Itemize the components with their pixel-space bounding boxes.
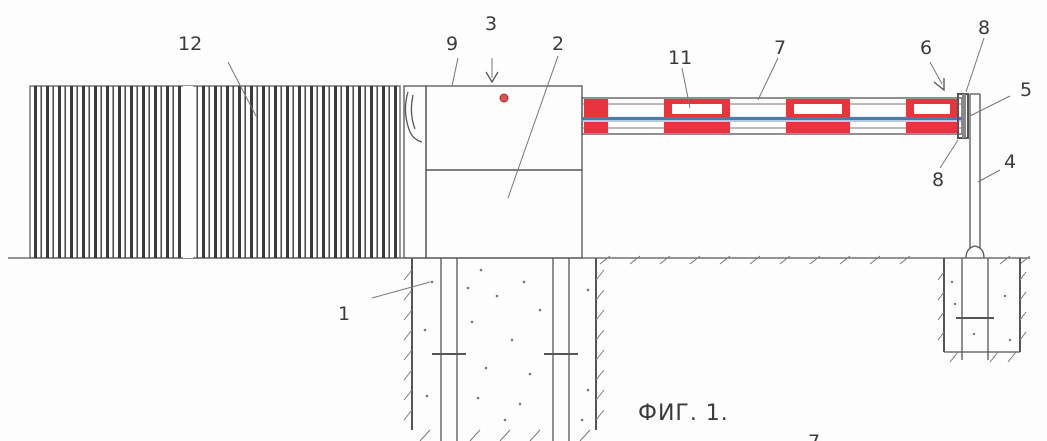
stripe-window: [672, 104, 722, 114]
fence-rib: [100, 86, 102, 258]
fence-rib: [40, 86, 42, 258]
fence-rib: [178, 86, 181, 258]
red-stripe: [906, 122, 958, 133]
label-6: 6: [920, 37, 932, 59]
barrier-arm: [581, 97, 963, 135]
fence-rib: [268, 86, 270, 258]
fence-rib: [166, 86, 169, 258]
fence-rib: [280, 86, 282, 258]
reflective-stripes: [582, 99, 962, 133]
fence-rib: [220, 86, 222, 258]
label-12: 12: [178, 33, 202, 55]
fence-rib: [256, 86, 258, 258]
fence-rib: [250, 86, 253, 258]
red-stripe: [584, 99, 608, 117]
fence-rib: [202, 86, 205, 258]
fence-rib: [304, 86, 306, 258]
red-stripe: [786, 122, 850, 133]
fence-rib: [208, 86, 210, 258]
fence-rib: [154, 86, 157, 258]
arrow-6: [929, 61, 945, 92]
fence-rib: [352, 86, 354, 258]
fence-rib: [232, 86, 234, 258]
red-stripe: [584, 122, 608, 133]
label-3: 3: [485, 13, 497, 35]
stripe-window: [794, 104, 842, 114]
fence-rib: [172, 86, 174, 258]
fence-rib: [70, 86, 73, 258]
fence-rib: [346, 86, 349, 258]
foundation-pit: [403, 258, 605, 441]
label-11: 11: [668, 47, 692, 69]
support-post: [937, 93, 1027, 363]
fence-rib: [142, 86, 145, 258]
figure-caption: ФИГ. 1.: [638, 401, 729, 426]
fence-rib: [328, 86, 330, 258]
fence-rib: [118, 86, 121, 258]
fence-rib: [148, 86, 150, 258]
fence-rib: [340, 86, 342, 258]
fence-rib: [310, 86, 313, 258]
label-8-top: 8: [978, 17, 990, 39]
fence-rib: [34, 86, 37, 258]
fence-rib: [88, 86, 90, 258]
label-7-partial: 7: [808, 431, 820, 441]
fence-rib: [292, 86, 294, 258]
fence-rib: [58, 86, 61, 258]
fence-rib: [358, 86, 361, 258]
fence-rib: [52, 86, 54, 258]
fence-rib: [364, 86, 366, 258]
fence-rib: [124, 86, 126, 258]
fence-rib: [106, 86, 109, 258]
fence-rib: [226, 86, 229, 258]
fence-rib: [376, 86, 378, 258]
label-2: 2: [552, 33, 564, 55]
fence-rib: [370, 86, 373, 258]
fence-rib: [298, 86, 301, 258]
label-1: 1: [338, 303, 350, 325]
fence-rib: [64, 86, 66, 258]
fence-rib: [76, 86, 78, 258]
fence-rib: [196, 86, 198, 258]
fence-rib: [334, 86, 337, 258]
fence-rib: [388, 86, 390, 258]
arrow-3: [485, 58, 499, 84]
fence-rib: [286, 86, 289, 258]
fence-rib: [130, 86, 133, 258]
fence-rib: [382, 86, 385, 258]
arm-end-cap: [957, 93, 969, 139]
fence-panel: [29, 85, 401, 259]
label-4: 4: [1004, 151, 1016, 173]
label-9: 9: [446, 33, 458, 55]
label-7: 7: [774, 37, 786, 59]
leader-lines: [227, 37, 1011, 299]
fence-rib: [322, 86, 325, 258]
fence-rib: [244, 86, 246, 258]
fence-rib: [46, 86, 49, 258]
fence-rib: [274, 86, 277, 258]
red-stripe: [664, 122, 730, 133]
fence-panel-gap: [183, 86, 193, 258]
fence-rib: [262, 86, 265, 258]
label-5: 5: [1020, 79, 1032, 101]
barrier-housing: [403, 85, 583, 259]
stripe-window: [914, 104, 950, 114]
fence-rib: [316, 86, 318, 258]
fence-rib: [112, 86, 114, 258]
fence-rib: [214, 86, 217, 258]
fence-rib: [394, 86, 397, 258]
label-8-bottom: 8: [932, 169, 944, 191]
fence-rib: [82, 86, 85, 258]
fence-rib: [94, 86, 97, 258]
fence-rib: [136, 86, 138, 258]
fence-rib: [160, 86, 162, 258]
indicator-light: [499, 93, 509, 103]
fence-rib: [238, 86, 241, 258]
